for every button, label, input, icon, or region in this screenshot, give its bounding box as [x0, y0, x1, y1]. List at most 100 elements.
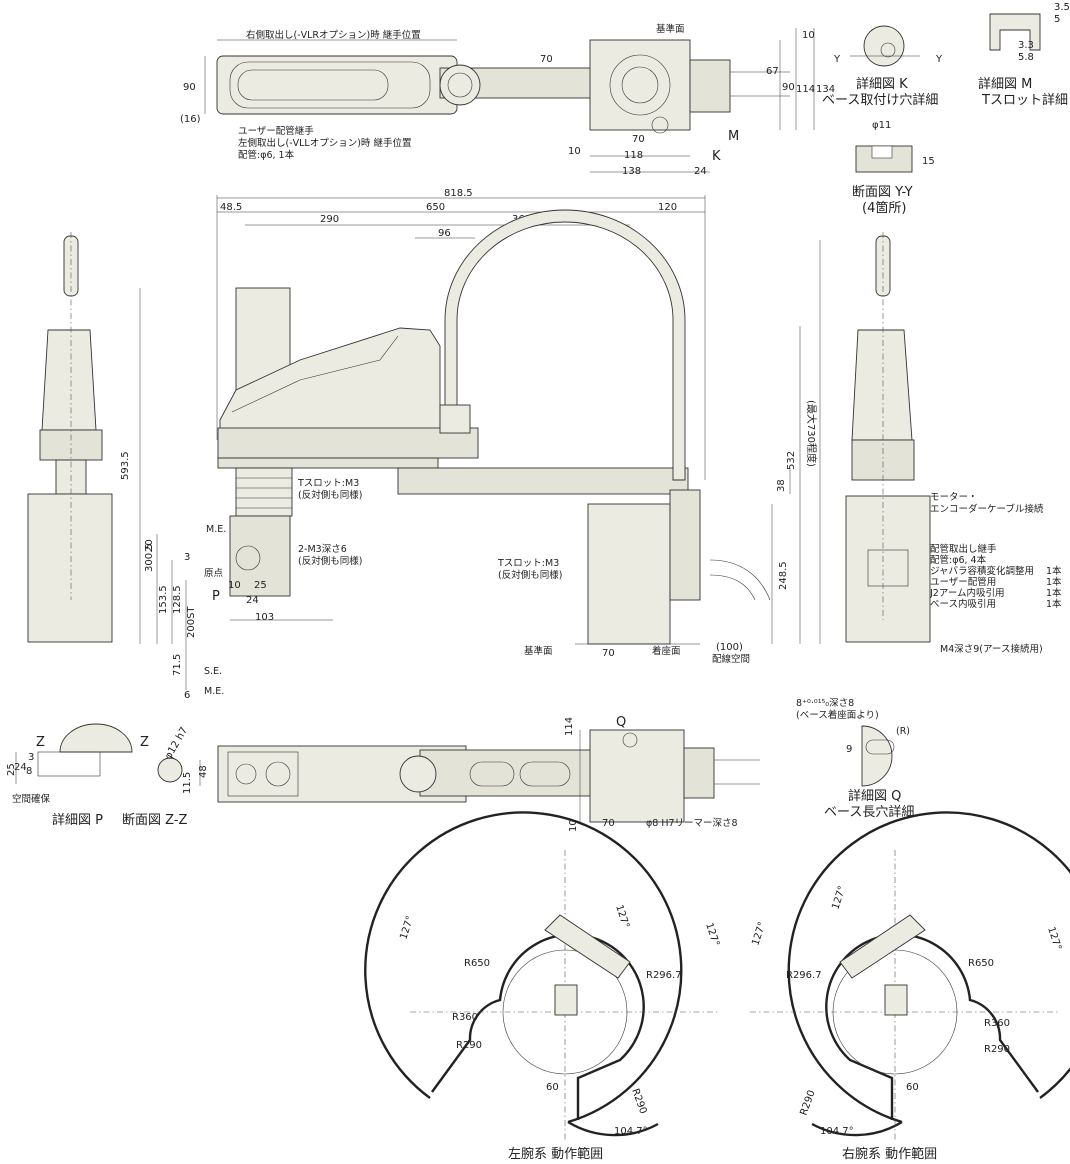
piping-line-name: 配管取出し継手 — [930, 543, 997, 555]
svg-text:基準面: 基準面 — [524, 645, 553, 657]
svg-text:エンコーダーケーブル接続: エンコーダーケーブル接続 — [930, 503, 1044, 515]
svg-text:R296.7: R296.7 — [646, 970, 682, 981]
range-right-caption: 右腕系 動作範囲 — [842, 1146, 937, 1162]
svg-text:120: 120 — [658, 202, 677, 213]
svg-text:10: 10 — [228, 580, 241, 591]
svg-text:R290: R290 — [456, 1040, 482, 1051]
range-left: 左腕系 動作範囲 127° 127° 127° R650 R296.7 R360… — [364, 811, 721, 1162]
svg-text:128.5: 128.5 — [172, 585, 183, 614]
dim-134: 134 — [816, 84, 835, 95]
dim-70: 70 — [540, 54, 553, 65]
piping-line-name: 配管:φ6, 4本 — [930, 554, 987, 566]
detail-p: 25 24 8 3 Z Z 空間確保 詳細図 P — [6, 723, 149, 828]
tslot-note-1: Tスロット:M3 — [297, 478, 359, 489]
svg-text:24: 24 — [14, 762, 27, 773]
base-body — [587, 503, 671, 645]
svg-text:M.E.: M.E. — [206, 524, 226, 535]
svg-text:153.5: 153.5 — [158, 585, 169, 614]
section-yy: φ11 15 断面図 Y-Y (4箇所) — [852, 120, 935, 216]
motor-note: モーター・ — [930, 492, 978, 503]
svg-text:5.8: 5.8 — [1018, 52, 1034, 63]
arm1-body — [397, 467, 689, 495]
svg-text:48.5: 48.5 — [220, 202, 242, 213]
svg-text:70: 70 — [602, 818, 615, 829]
reamer-note: φ8 H7リーマー深さ8 — [646, 818, 738, 829]
piping-line-qty: 1本 — [1046, 587, 1062, 599]
tap-note: 2-M3深さ6 — [298, 544, 347, 555]
note-user-joint: ユーザー配管継手 — [238, 125, 314, 137]
svg-text:127°: 127° — [703, 922, 721, 948]
svg-text:60: 60 — [906, 1082, 919, 1093]
label-p: P — [212, 589, 220, 604]
svg-text:(反対側も同様): (反対側も同様) — [498, 569, 562, 581]
bottom-view: 48 114 11.5 10 70 Q φ8 H7リーマー深さ8 — [182, 715, 760, 832]
base-hole-k — [651, 116, 669, 134]
svg-text:10: 10 — [568, 819, 579, 832]
dim-67: 67 — [766, 66, 779, 77]
label-k: K — [712, 149, 721, 164]
svg-text:15: 15 — [922, 156, 935, 167]
svg-text:3: 3 — [28, 752, 34, 763]
origin-label: 原点 — [204, 568, 224, 579]
svg-text:11.5: 11.5 — [182, 772, 193, 794]
detail-k-caption: 詳細図 K — [856, 76, 908, 92]
note-piping: 配管:φ6, 1本 — [238, 149, 295, 161]
svg-text:Tスロット詳細: Tスロット詳細 — [981, 92, 1068, 108]
svg-text:R290: R290 — [629, 1087, 648, 1115]
svg-text:38: 38 — [776, 479, 787, 492]
svg-text:Z: Z — [140, 735, 149, 750]
svg-text:25: 25 — [6, 763, 17, 776]
dim-818-5: 818.5 — [444, 188, 473, 199]
dim-16: (16) — [180, 114, 201, 125]
svg-text:配線空間: 配線空間 — [712, 653, 750, 665]
earth-note: M4深さ9(アース接続用) — [940, 643, 1043, 655]
svg-text:R290: R290 — [984, 1044, 1010, 1055]
dim-114: 114 — [796, 84, 815, 95]
svg-text:70: 70 — [602, 648, 615, 659]
front-view: 818.5 48.5 650 290 360 120 96 — [120, 188, 821, 701]
svg-text:(反対側も同様): (反対側も同様) — [298, 555, 362, 567]
base-top — [589, 39, 691, 131]
cable-arch — [444, 209, 686, 481]
svg-text:104.7°: 104.7° — [614, 1126, 648, 1137]
piping-line-qty: 1本 — [1046, 598, 1062, 610]
piping-line-name: ジャバラ容積変化調整用 — [930, 565, 1034, 577]
svg-text:96: 96 — [438, 228, 451, 239]
svg-text:20: 20 — [144, 539, 155, 552]
detail-m-caption: 詳細図 M — [978, 76, 1032, 92]
svg-text:(4箇所): (4箇所) — [862, 200, 906, 216]
svg-text:R360: R360 — [984, 1018, 1010, 1029]
svg-text:(最大730程度): (最大730程度) — [805, 400, 818, 467]
svg-text:25: 25 — [254, 580, 267, 591]
dim-24: 24 — [694, 166, 707, 177]
svg-text:127°: 127° — [613, 904, 631, 930]
svg-text:104.7°: 104.7° — [820, 1126, 854, 1137]
svg-text:(100): (100) — [716, 642, 743, 653]
svg-text:114: 114 — [564, 717, 575, 736]
svg-text:127°: 127° — [398, 915, 416, 941]
svg-text:(R): (R) — [896, 726, 910, 737]
detail-q: 8⁺⁰·⁰¹⁵₀深さ8 (ベース着座面より) (R) 9 詳細図 Q ベース長穴… — [796, 698, 914, 820]
svg-text:71.5: 71.5 — [172, 654, 183, 676]
svg-text:3: 3 — [184, 552, 190, 563]
note-left-outlet: 左側取出し(-VLLオプション)時 継手位置 — [238, 137, 411, 149]
svg-text:60: 60 — [546, 1082, 559, 1093]
clearance-label: 空間確保 — [12, 793, 51, 805]
dim-138: 138 — [622, 166, 641, 177]
piping-line-name: ベース内吸引用 — [930, 598, 996, 610]
base-bottom — [589, 729, 685, 823]
svg-text:ベース長穴詳細: ベース長穴詳細 — [824, 804, 914, 820]
range-right: 右腕系 動作範囲 127° 127° 127° R650 R296.7 R360… — [750, 811, 1070, 1162]
tslot-note-2: Tスロット:M3 — [497, 558, 559, 569]
ref-surface-top: 基準面 — [656, 23, 685, 35]
bellows — [235, 467, 293, 517]
svg-text:290: 290 — [320, 214, 339, 225]
svg-text:R296.7: R296.7 — [786, 970, 822, 981]
svg-text:M.E.: M.E. — [204, 686, 224, 697]
svg-text:5: 5 — [1054, 14, 1060, 25]
svg-text:532: 532 — [786, 451, 797, 470]
piping-line-qty: 1本 — [1046, 565, 1062, 577]
detail-p-caption: 詳細図 P — [52, 812, 103, 828]
left-base — [27, 493, 113, 643]
